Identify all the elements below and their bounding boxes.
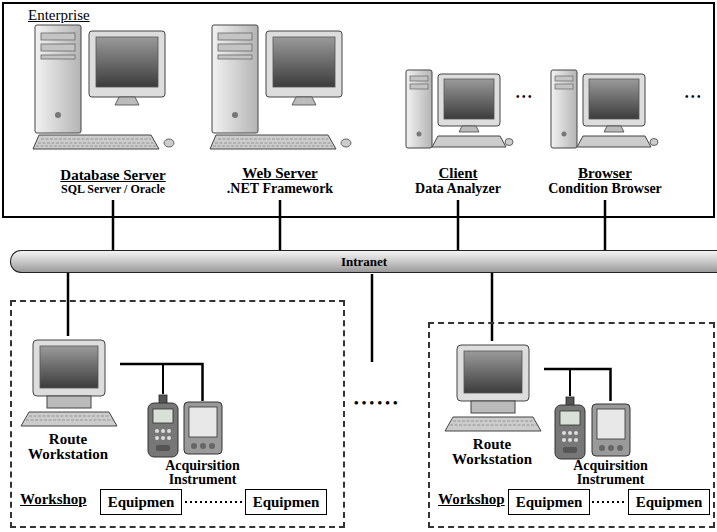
network-connector bbox=[279, 200, 282, 250]
equipment-box: Equipmen bbox=[628, 489, 710, 515]
network-connector bbox=[604, 200, 607, 250]
client-computer bbox=[551, 70, 658, 148]
node-sublabel: .NET Framework bbox=[227, 181, 333, 196]
node-label: Enterprise bbox=[28, 7, 90, 24]
equipment-box: Equipmen bbox=[245, 489, 327, 515]
node-label: Acquirsition Instrument bbox=[138, 459, 267, 487]
node-label: Workshop bbox=[438, 491, 505, 508]
browser-computer-node: BrowserCondition Browser bbox=[535, 60, 675, 200]
node-sublabel: Data Analyzer bbox=[415, 181, 501, 196]
node-sublabel: SQL Server / Oracle bbox=[61, 183, 165, 196]
handheld-collector bbox=[148, 395, 178, 457]
route-workstation: Route Workstation bbox=[16, 336, 120, 462]
node-label: Equipmen bbox=[253, 494, 320, 511]
web-server: Web Server.NET Framework bbox=[205, 22, 355, 200]
route-workstation: Route Workstation bbox=[440, 341, 544, 467]
node-sublabel: Condition Browser bbox=[548, 181, 662, 196]
pda-device bbox=[592, 404, 630, 456]
node-label: Workshop bbox=[20, 491, 87, 508]
node-label: Route Workstation bbox=[16, 432, 120, 462]
node-label: Intranet bbox=[341, 254, 387, 270]
client-computer-node: ClientData Analyzer bbox=[403, 60, 513, 200]
client-computer bbox=[406, 70, 513, 148]
instrument-wire bbox=[162, 364, 164, 394]
enterprise-panel: EnterpriseDatabase ServerSQL Server / Or… bbox=[2, 2, 715, 218]
continuation-dots bbox=[185, 501, 243, 503]
node-label: Equipmen bbox=[108, 494, 175, 511]
ellipsis-mark: • • • bbox=[516, 92, 532, 102]
node-label: Client bbox=[438, 165, 477, 181]
acquisition-instrument: Acquirsition Instrument bbox=[138, 401, 267, 487]
server-computer bbox=[210, 25, 351, 149]
acquisition-instrument: Acquirsition Instrument bbox=[546, 401, 675, 487]
pda-device bbox=[184, 402, 222, 454]
network-connector bbox=[120, 364, 203, 401]
workstation-computer bbox=[445, 345, 541, 431]
network-connector bbox=[457, 200, 460, 250]
node-label: Acquirsition Instrument bbox=[546, 459, 675, 487]
network-connector bbox=[491, 273, 494, 341]
network-connector bbox=[112, 200, 115, 250]
ellipsis-mark: • • • bbox=[685, 92, 701, 102]
node-label: Web Server bbox=[242, 165, 317, 181]
workstation-computer bbox=[21, 340, 117, 426]
handheld-collector bbox=[555, 397, 585, 459]
database-server: Database ServerSQL Server / Oracle bbox=[28, 22, 198, 200]
node-label: Browser bbox=[578, 165, 632, 181]
workshop-panel: Workshop Route WorkstationAcquirsition In… bbox=[10, 300, 345, 528]
node-label: Equipmen bbox=[516, 494, 583, 511]
network-connector bbox=[67, 273, 70, 336]
node-label: Route Workstation bbox=[440, 437, 544, 467]
continuation-dots bbox=[592, 501, 626, 503]
server-computer bbox=[33, 25, 174, 149]
network-connector bbox=[544, 369, 611, 401]
node-label: Database Server bbox=[60, 167, 165, 183]
equipment-box: Equipmen bbox=[100, 489, 182, 515]
network-drop bbox=[371, 274, 374, 362]
node-label: Equipmen bbox=[636, 494, 703, 511]
intranet-bar: Intranet bbox=[10, 250, 717, 273]
equipment-box: Equipmen bbox=[508, 489, 590, 515]
workshop-panel: Workshop Route WorkstationAcquirsition In… bbox=[428, 322, 715, 528]
instrument-wire bbox=[569, 369, 571, 396]
ellipsis-mark: • • • • • • bbox=[354, 396, 398, 409]
